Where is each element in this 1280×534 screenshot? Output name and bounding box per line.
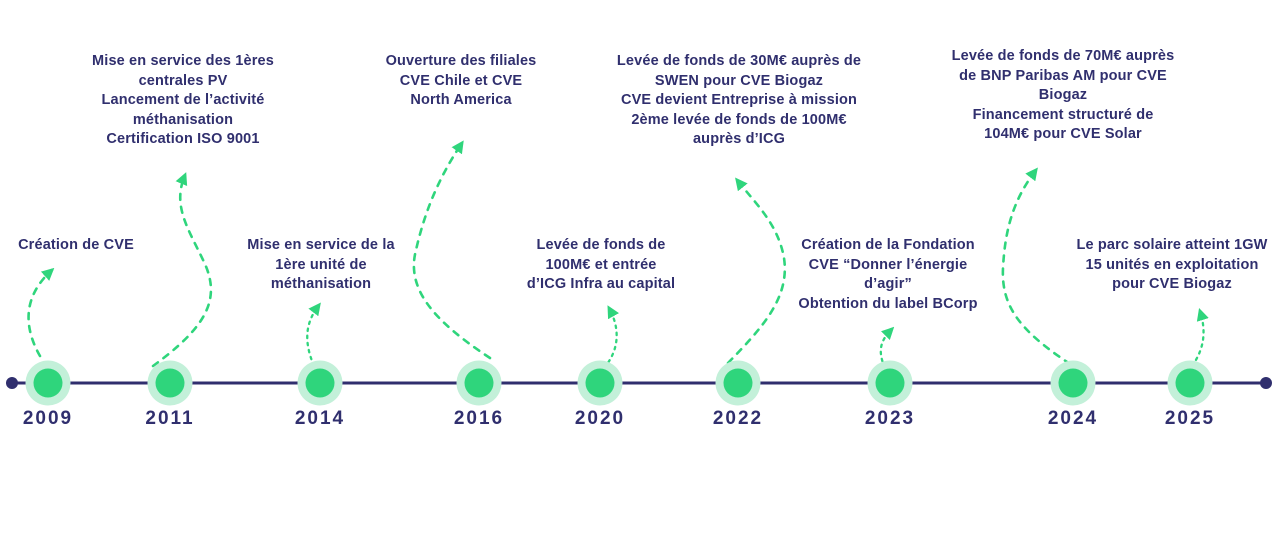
arrow-curve-2025 — [1190, 308, 1209, 368]
arrow-curve-2020 — [602, 305, 620, 370]
arrow-curve-2024 — [1001, 167, 1072, 366]
milestone-note-2014: Mise en service de la 1ère unité de méth… — [247, 237, 395, 292]
milestone-dot-2020 — [585, 368, 615, 398]
milestone-dot-2014 — [305, 368, 335, 398]
milestone-dot-2025 — [1175, 368, 1205, 398]
milestone-note-2022: Levée de fonds de 30M€ auprès de SWEN po… — [616, 53, 862, 147]
arrow-curve-2009 — [27, 267, 55, 358]
milestone-dot-2011 — [155, 368, 185, 398]
milestone-year-2024: 2024 — [1047, 408, 1099, 429]
arrow-curve-2022 — [726, 177, 787, 365]
milestone-year-2020: 2020 — [574, 408, 626, 429]
arrow-curve-2016 — [412, 140, 492, 360]
milestone-note-2020: Levée de fonds de 100M€ et entrée d’ICG … — [526, 237, 676, 292]
milestone-note-2011: Mise en service des 1ères centrales PV L… — [92, 53, 274, 147]
milestone-year-2023: 2023 — [864, 408, 916, 429]
timeline-end-dot — [1260, 377, 1272, 389]
milestone-year-2009: 2009 — [22, 408, 74, 429]
milestone-dot-2023 — [875, 368, 905, 398]
milestone-year-2016: 2016 — [453, 408, 505, 429]
milestone-dot-2009 — [33, 368, 63, 398]
milestone-year-2022: 2022 — [712, 408, 764, 429]
milestone-dot-2024 — [1058, 368, 1088, 398]
arrow-curve-2011 — [151, 172, 213, 368]
milestone-note-2009: Création de CVE — [18, 237, 134, 253]
milestone-dots — [25, 360, 1213, 406]
milestone-note-2023: Création de la Fondation CVE “Donner l’é… — [798, 237, 978, 312]
milestone-note-2024: Levée de fonds de 70M€ auprès de BNP Par… — [951, 48, 1175, 142]
timeline-start-dot — [6, 377, 18, 389]
arrow-curve-2023 — [879, 326, 895, 370]
milestone-dot-2022 — [723, 368, 753, 398]
arrow-curve-2014 — [306, 302, 321, 368]
milestone-year-2025: 2025 — [1164, 408, 1216, 429]
milestone-year-2011: 2011 — [145, 408, 195, 429]
milestone-note-2016: Ouverture des filiales CVE Chile et CVE … — [385, 53, 537, 108]
milestone-year-2014: 2014 — [294, 408, 346, 429]
milestone-dot-2016 — [464, 368, 494, 398]
milestone-note-2025: Le parc solaire atteint 1GW 15 unités en… — [1076, 237, 1268, 292]
